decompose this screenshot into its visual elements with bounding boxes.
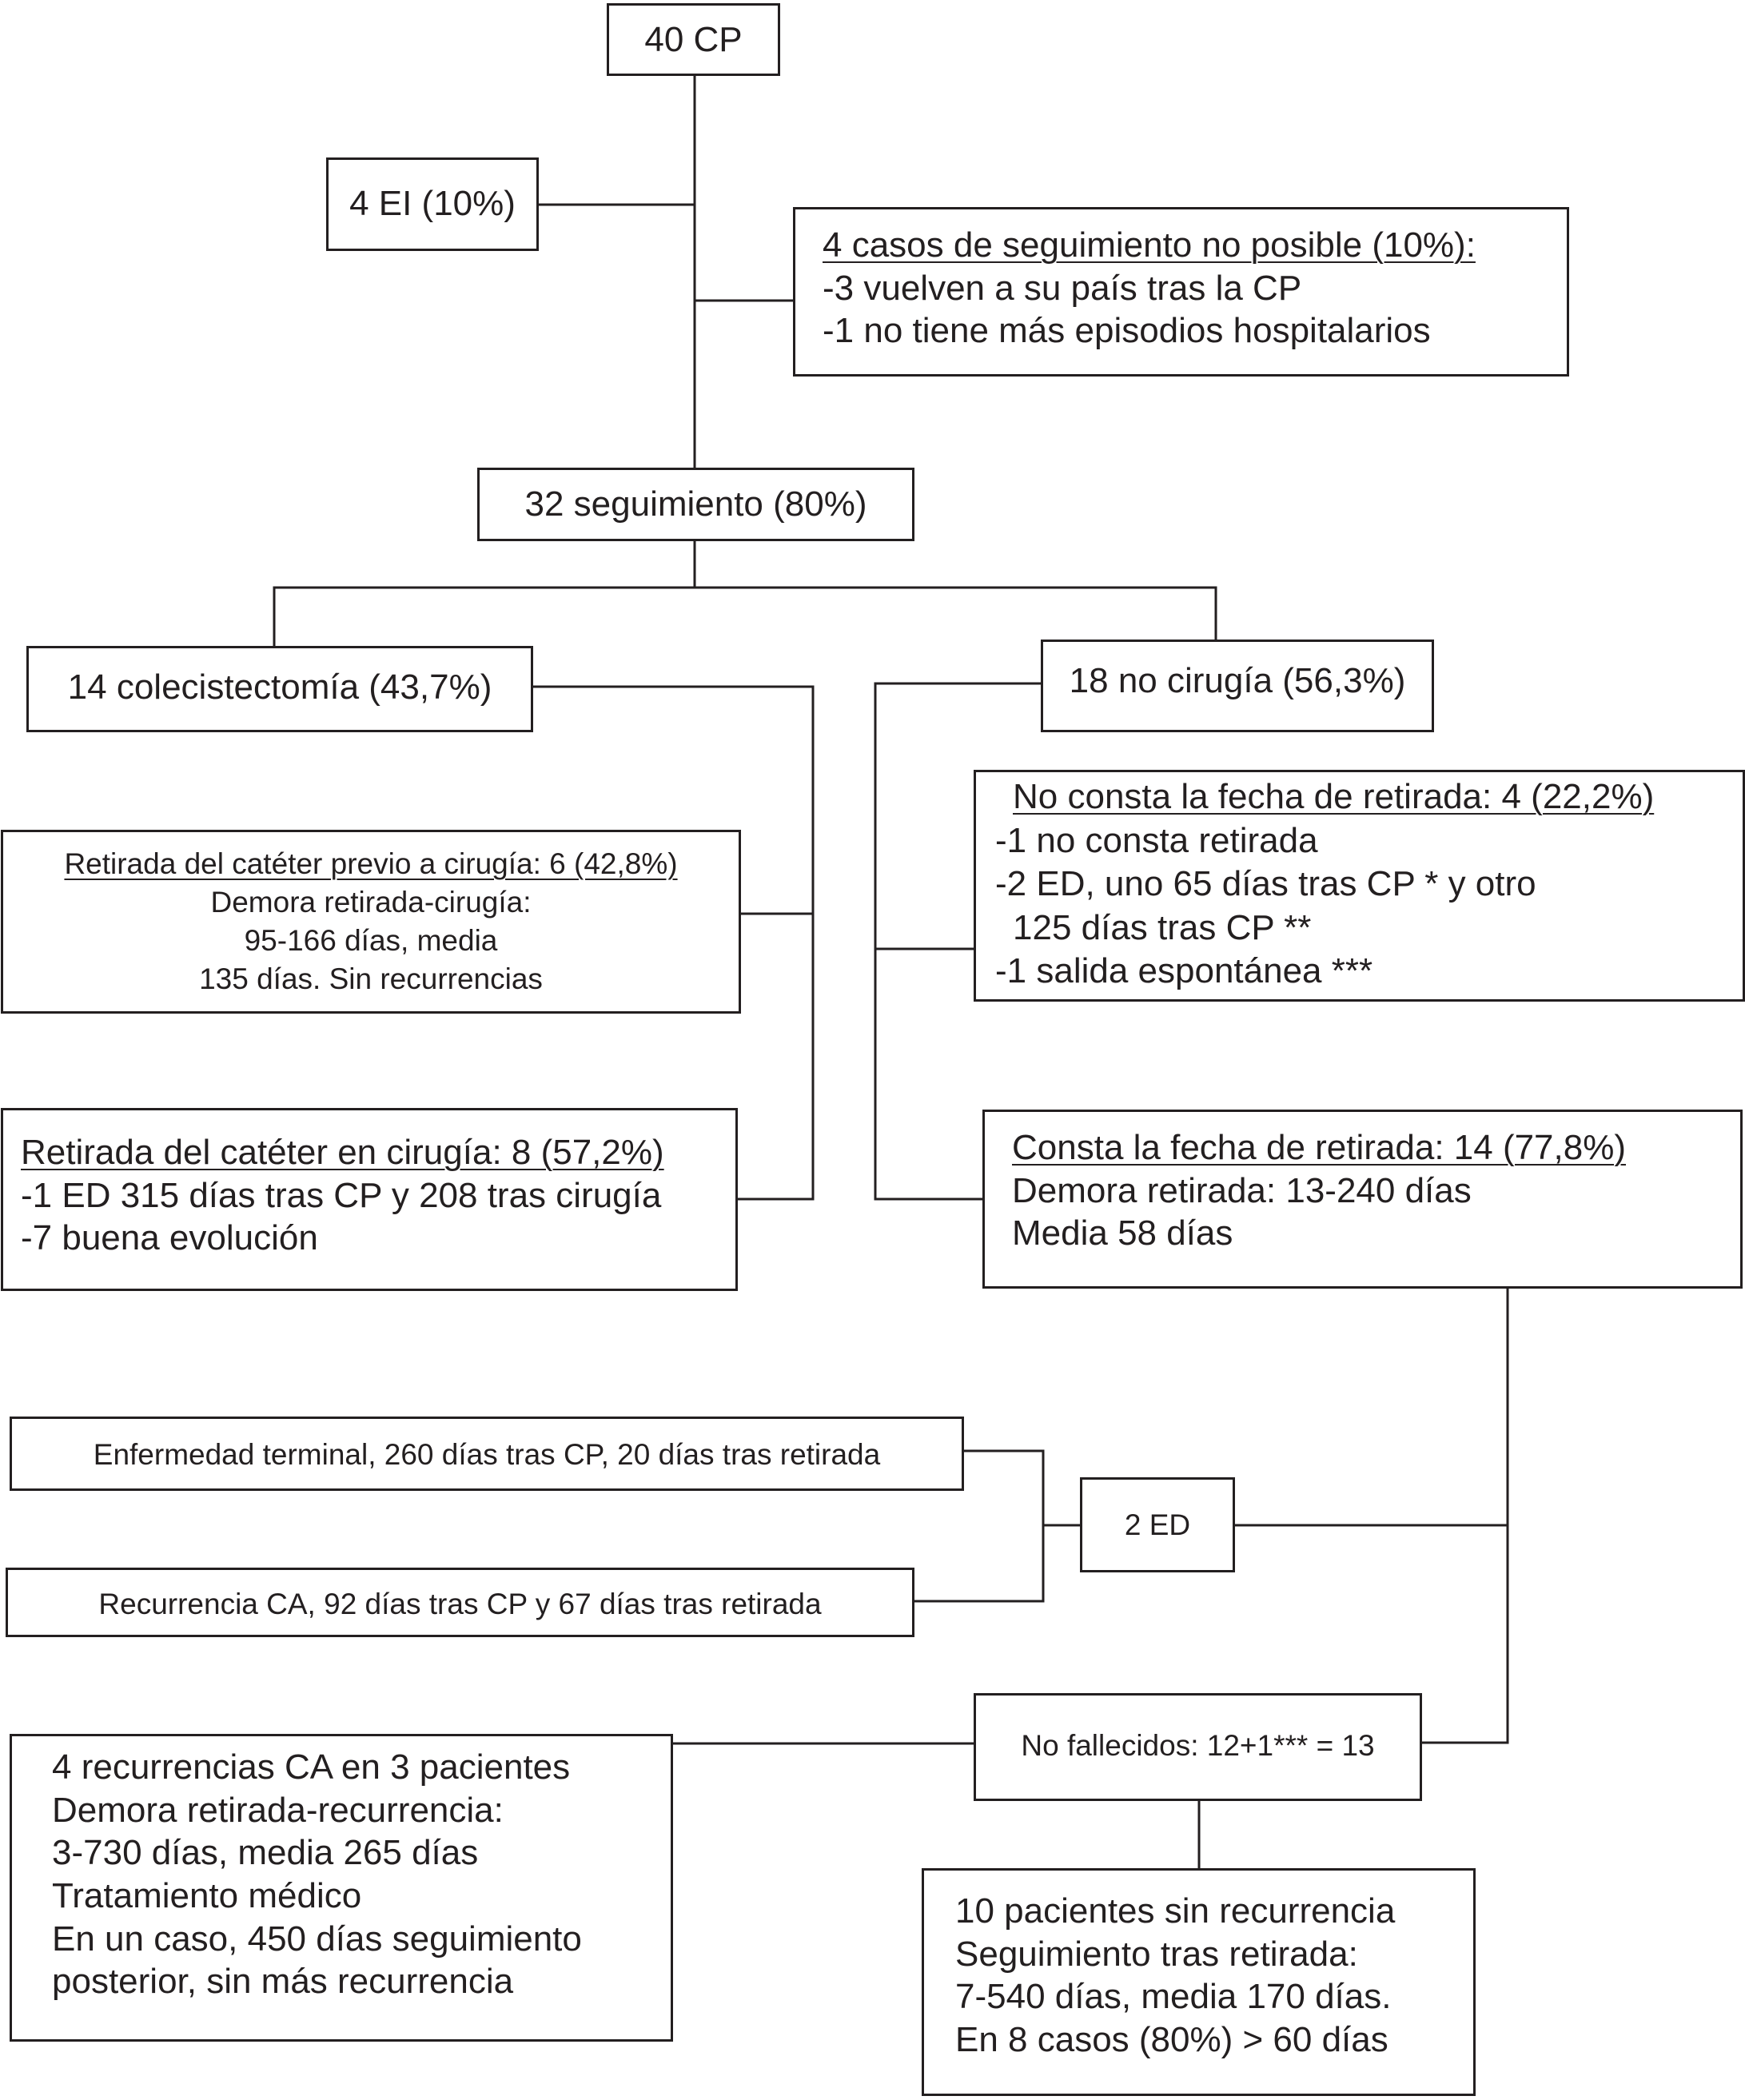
node-text: 32 seguimiento (80%): [524, 484, 867, 524]
node-text: -7 buena evolución: [21, 1218, 318, 1258]
connector-date-down: [1233, 1288, 1509, 1744]
node-text: -1 no tiene más episodios hospitalarios: [823, 311, 1431, 351]
node-removal-no-date: No consta la fecha de retirada: 4 (22,2%…: [974, 770, 1745, 1002]
node-total-cp: 40 CP: [607, 3, 780, 76]
node-not-deceased: No fallecidos: 12+1*** = 13: [974, 1693, 1422, 1801]
node-text: No consta la fecha de retirada: 4 (22,2%…: [1013, 777, 1655, 816]
node-text: Demora retirada-cirugía:: [210, 886, 532, 919]
node-text: 135 días. Sin recurrencias: [199, 962, 543, 996]
node-text: -1 no consta retirada: [995, 820, 1318, 860]
node-removal-before-surgery: Retirada del catéter previo a cirugía: 6…: [1, 830, 741, 1014]
node-text: 18 no cirugía (56,3%): [1069, 661, 1406, 700]
node-text: En 8 casos (80%) > 60 días: [955, 2020, 1388, 2060]
node-text: 4 casos de seguimiento no posible (10%):: [823, 225, 1476, 265]
node-text: 95-166 días, media: [244, 924, 498, 958]
node-removal-with-date: Consta la fecha de retirada: 14 (77,8%) …: [982, 1110, 1743, 1289]
node-no-recurrence: 10 pacientes sin recurrencia Seguimiento…: [922, 1868, 1476, 2096]
connector-followup-split: [273, 541, 1217, 647]
node-text: Media 58 días: [1012, 1213, 1233, 1253]
node-text: 3-730 días, media 265 días: [52, 1833, 479, 1873]
node-text: Demora retirada-recurrencia:: [52, 1790, 504, 1830]
node-no-surgery: 18 no cirugía (56,3%): [1041, 640, 1434, 732]
node-text: 7-540 días, media 170 días.: [955, 1977, 1392, 2017]
node-text: Recurrencia CA, 92 días tras CP y 67 día…: [98, 1588, 822, 1620]
node-text: 14 colecistectomía (43,7%): [67, 667, 492, 707]
node-text: En un caso, 450 días seguimiento: [52, 1919, 582, 1959]
node-text: Retirada del catéter en cirugía: 8 (57,2…: [21, 1133, 664, 1172]
node-followup: 32 seguimiento (80%): [477, 468, 914, 541]
node-cholecystectomy: 14 colecistectomía (43,7%): [26, 646, 533, 732]
node-text: 4 recurrencias CA en 3 pacientes: [52, 1747, 571, 1787]
node-text: -1 salida espontánea ***: [995, 951, 1373, 991]
node-text: Demora retirada: 13-240 días: [1012, 1170, 1472, 1210]
node-ca-recurrence: Recurrencia CA, 92 días tras CP y 67 día…: [6, 1568, 914, 1637]
node-text: 125 días tras CP **: [1013, 907, 1312, 947]
node-no-followup: 4 casos de seguimiento no posible (10%):…: [793, 207, 1569, 377]
node-text: Consta la fecha de retirada: 14 (77,8%): [1012, 1128, 1627, 1167]
connector-ed-group: [914, 1449, 1081, 1603]
node-text: Enfermedad terminal, 260 días tras CP, 2…: [93, 1438, 881, 1471]
node-text: Retirada del catéter previo a cirugía: 6…: [64, 847, 678, 880]
node-text: 2 ED: [1124, 1508, 1191, 1541]
node-text: 40 CP: [644, 20, 743, 59]
node-text: posterior, sin más recurrencia: [52, 1962, 514, 2002]
node-text: Tratamiento médico: [52, 1876, 362, 1916]
node-removal-in-surgery: Retirada del catéter en cirugía: 8 (57,2…: [1, 1108, 738, 1291]
connector-nosurg-branch: [874, 682, 1042, 1201]
node-text: 10 pacientes sin recurrencia: [955, 1891, 1396, 1931]
node-text: -1 ED 315 días tras CP y 208 tras cirugí…: [21, 1175, 662, 1215]
node-text: Seguimiento tras retirada:: [955, 1934, 1358, 1974]
node-ei: 4 EI (10%): [326, 157, 539, 251]
node-text: 4 EI (10%): [349, 184, 516, 223]
node-4-recurrences: 4 recurrencias CA en 3 pacientes Demora …: [10, 1734, 673, 2042]
node-2-ed: 2 ED: [1080, 1477, 1235, 1572]
node-text: -2 ED, uno 65 días tras CP * y otro: [995, 864, 1536, 904]
connector-chole-branch: [532, 685, 815, 1201]
node-terminal-illness: Enfermedad terminal, 260 días tras CP, 2…: [10, 1417, 964, 1491]
node-text: No fallecidos: 12+1*** = 13: [1021, 1729, 1375, 1762]
node-text: -3 vuelven a su país tras la CP: [823, 268, 1302, 308]
